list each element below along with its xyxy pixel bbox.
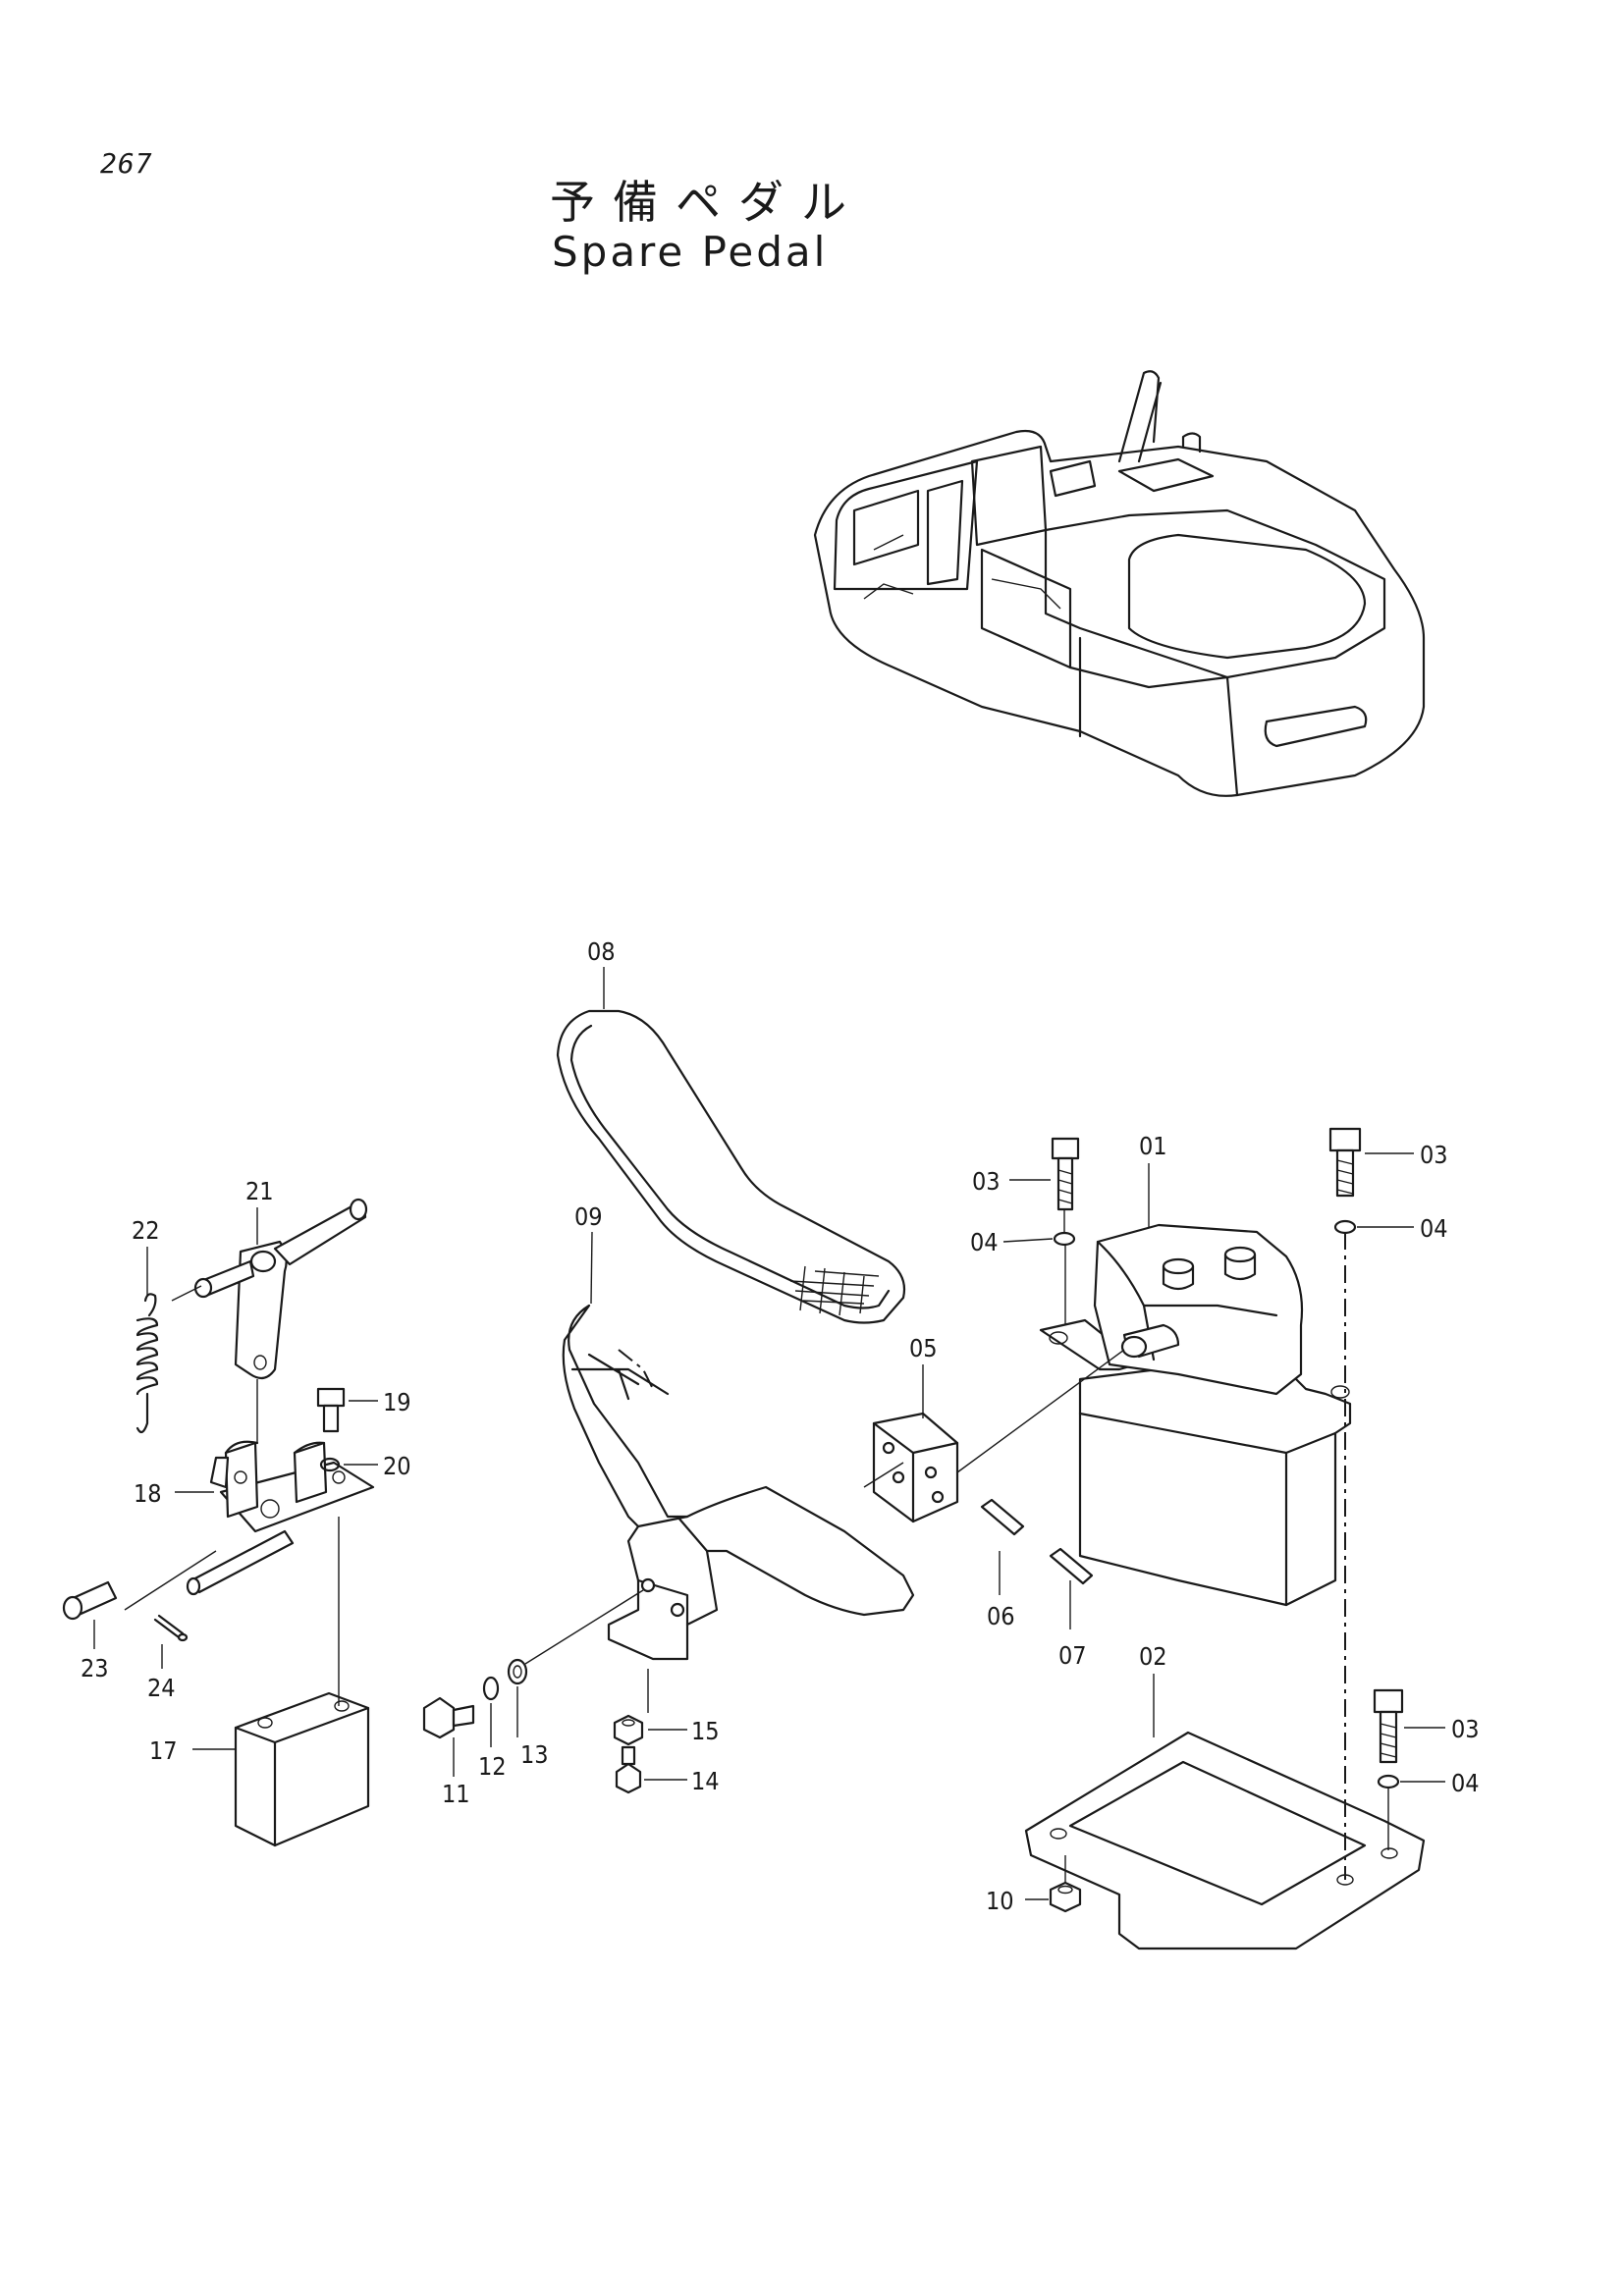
bolt-03-right-top	[1328, 1127, 1362, 1198]
washer-04-right-top	[1333, 1219, 1357, 1235]
nut-10	[1049, 1881, 1082, 1913]
callout-09: 09	[574, 1202, 603, 1231]
washer-04-left	[1053, 1231, 1076, 1247]
callout-22: 22	[132, 1216, 160, 1245]
pedal-pad-08	[556, 1009, 906, 1324]
lever-21	[193, 1198, 368, 1380]
pin-06	[980, 1498, 1025, 1536]
callout-07: 07	[1058, 1641, 1087, 1670]
callout-18: 18	[134, 1479, 162, 1508]
callout-11: 11	[442, 1780, 470, 1808]
callout-06: 06	[987, 1602, 1015, 1630]
bolt-19	[316, 1387, 346, 1433]
washer-12	[482, 1676, 500, 1701]
bolt-03-right-bottom	[1373, 1688, 1404, 1764]
callout-21: 21	[245, 1177, 274, 1205]
callout-05: 05	[909, 1334, 938, 1362]
part-callouts: 01 02 03 03 03 04 04 04 05 06 07 08 09 1…	[81, 937, 1480, 1915]
block-05	[872, 1412, 959, 1523]
pedal-bracket-09	[562, 1304, 915, 1661]
callout-12: 12	[478, 1752, 507, 1781]
block-17	[234, 1691, 370, 1847]
callout-20: 20	[383, 1452, 411, 1480]
bolt-14	[615, 1745, 642, 1794]
bracket-18	[186, 1440, 375, 1596]
callout-24: 24	[147, 1674, 176, 1702]
pedal-valve-01	[1039, 1223, 1352, 1607]
callout-04-right-bottom: 04	[1451, 1769, 1480, 1797]
washer-13	[507, 1658, 528, 1685]
cotter-pin-24	[153, 1614, 189, 1642]
bolt-11	[422, 1696, 475, 1739]
callout-23: 23	[81, 1654, 109, 1682]
callout-08: 08	[587, 937, 616, 966]
bolt-03-left	[1051, 1137, 1080, 1211]
nut-15	[613, 1714, 644, 1746]
excavator-overview-illustration	[813, 370, 1426, 797]
callout-17: 17	[149, 1736, 178, 1765]
callout-04-left: 04	[970, 1228, 999, 1256]
callout-03-right-bottom: 03	[1451, 1715, 1480, 1743]
assembly-leader-lines	[93, 967, 1445, 1900]
callout-10: 10	[986, 1887, 1014, 1915]
page-title-english: Spare Pedal	[552, 228, 829, 276]
pin-07	[1049, 1547, 1094, 1585]
callout-19: 19	[383, 1388, 411, 1416]
callout-03-right-top: 03	[1420, 1141, 1448, 1169]
washer-04-right-bottom	[1377, 1774, 1400, 1789]
callout-04-right-top: 04	[1420, 1214, 1448, 1243]
callout-01: 01	[1139, 1132, 1167, 1160]
plate-02	[1024, 1731, 1426, 1950]
page-number: 267	[100, 147, 153, 180]
pin-23	[62, 1580, 118, 1621]
callout-02: 02	[1139, 1642, 1167, 1671]
washer-20	[319, 1457, 341, 1472]
callout-13: 13	[520, 1740, 549, 1769]
spring-22	[135, 1293, 159, 1434]
callout-03-left: 03	[972, 1167, 1001, 1196]
callout-15: 15	[691, 1717, 720, 1745]
page-title-japanese: 予備ペダル	[550, 176, 864, 229]
callout-14: 14	[691, 1767, 720, 1795]
